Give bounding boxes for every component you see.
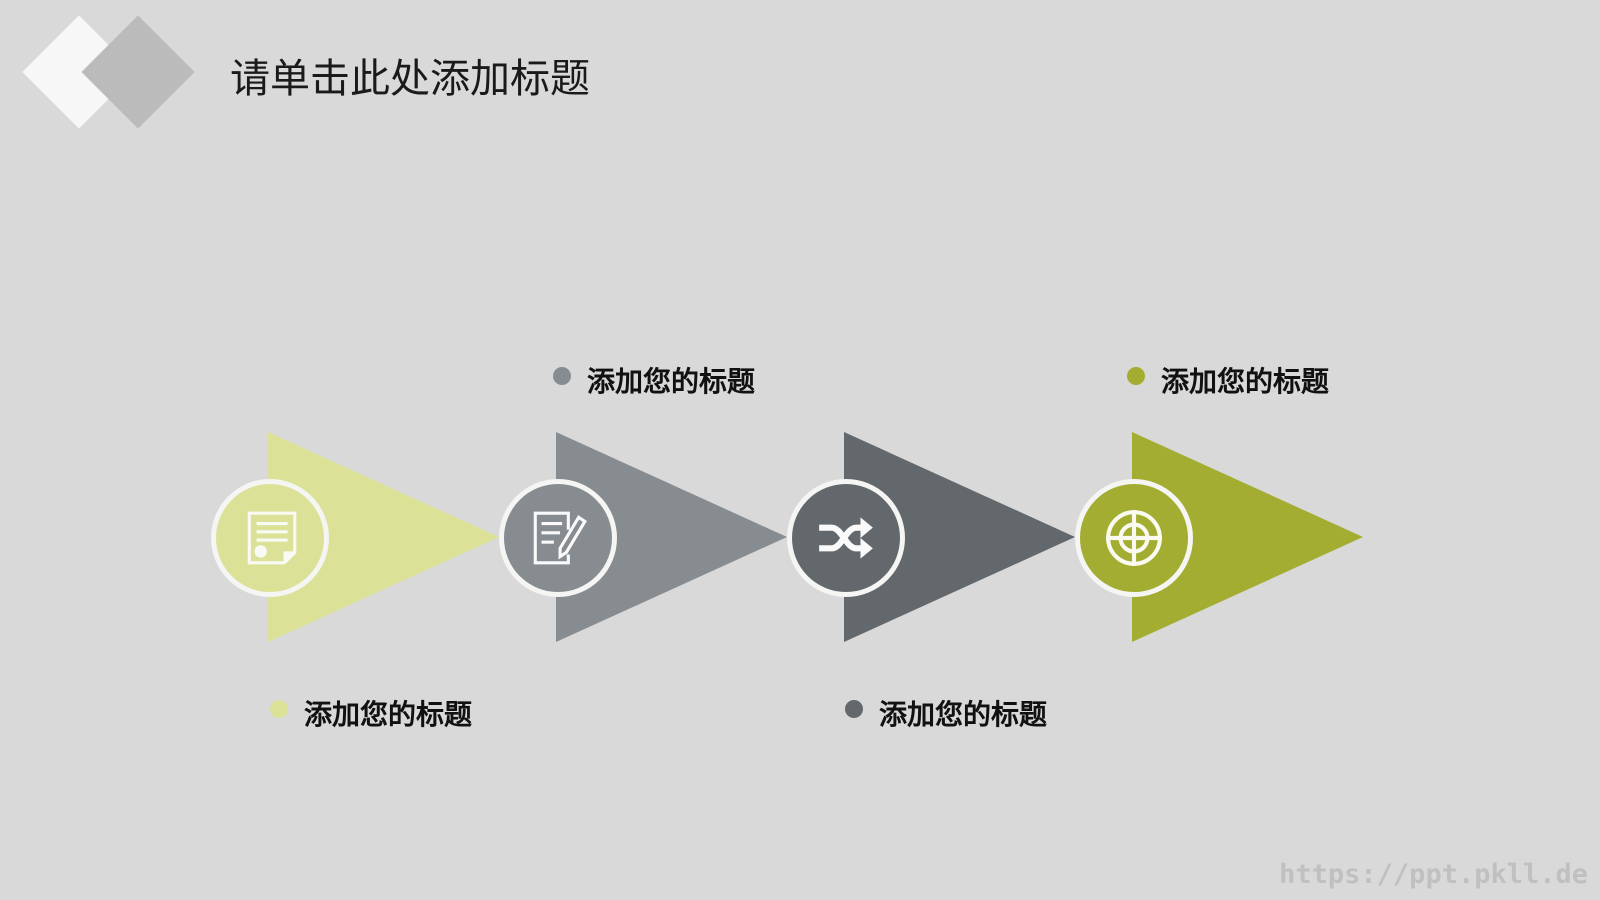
target-crosshair-icon [1106,510,1162,566]
step-2-label-text[interactable]: 添加您的标题 [587,365,756,398]
step-4-label: 添加您的标题 [1127,360,1329,400]
step-2-label: 添加您的标题 [553,360,755,400]
step-4-icon-circle [1075,479,1193,597]
step-2-bullet-dot [553,367,571,385]
step-1-label: 添加您的标题 [270,693,472,733]
step-2-icon-circle [499,479,617,597]
step-3-bullet-dot [845,700,863,718]
step-4-bullet-dot [1127,367,1145,385]
step-3-label: 添加您的标题 [845,693,1047,733]
step-3-label-text[interactable]: 添加您的标题 [879,698,1048,731]
step-3-icon-circle [787,479,905,597]
step-1-bullet-dot [270,700,288,718]
decorative-diamond-gray [81,15,195,129]
step-1-label-text[interactable]: 添加您的标题 [304,698,473,731]
shuffle-icon [819,517,873,559]
step-1-icon-circle [211,479,329,597]
edit-document-pencil-icon [533,511,587,565]
watermark-url: https://ppt.pkll.de [1279,859,1588,890]
slide-title[interactable]: 请单击此处添加标题 [230,56,590,102]
step-4-label-text[interactable]: 添加您的标题 [1161,365,1330,398]
certificate-document-icon [247,511,297,565]
